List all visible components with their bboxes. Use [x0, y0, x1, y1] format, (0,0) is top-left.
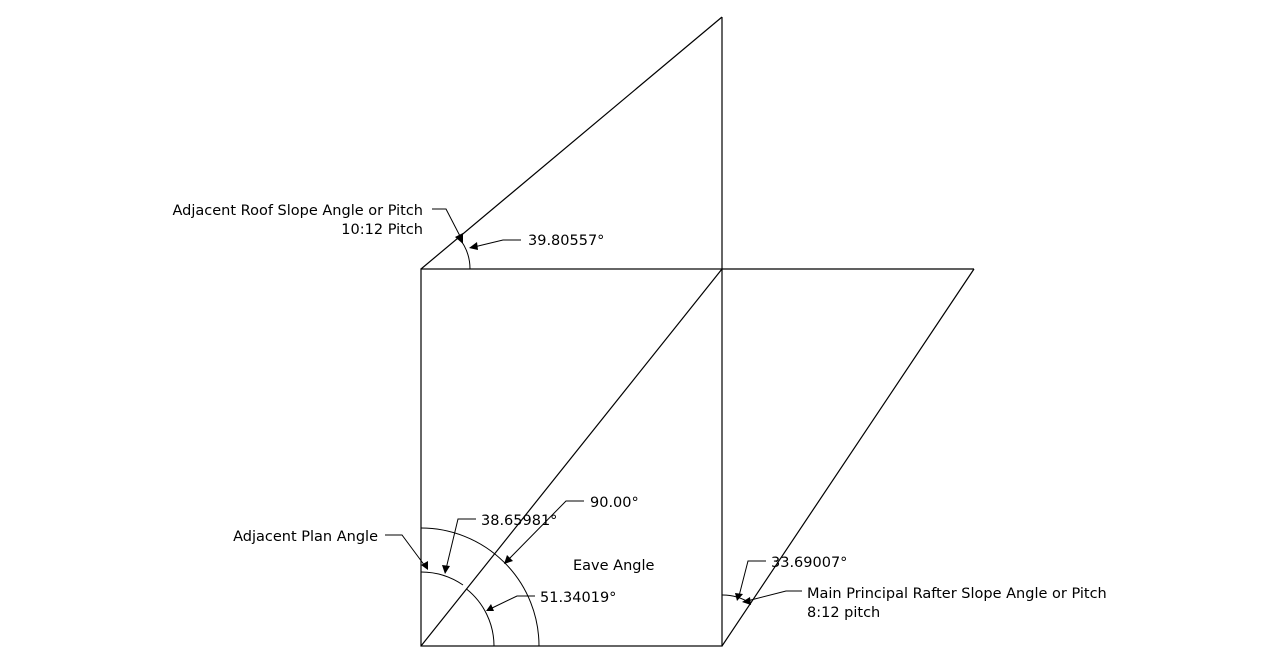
label-adjacent-roof-slope-line2: 10:12 Pitch — [341, 222, 423, 238]
leader-main-rafter-label — [746, 590, 802, 602]
plan-diagonal-hip — [420, 268, 723, 647]
arrowhead — [742, 597, 751, 605]
label-main-rafter-line2: 8:12 pitch — [807, 605, 880, 621]
leader-lines — [385, 208, 802, 610]
main-rafter-slope-line — [721, 268, 975, 647]
label-main-rafter-line1: Main Principal Rafter Slope Angle or Pit… — [807, 586, 1107, 602]
leader-adjacent-roof-slope-label — [432, 208, 462, 239]
leader-adjacent-plan-value — [445, 518, 476, 570]
arrowhead — [421, 561, 428, 570]
adjacent-plan-angle-arc — [420, 571, 464, 586]
leader-eave-angle-value — [489, 595, 535, 610]
label-main-rafter-angle: 33.69007° — [771, 555, 847, 571]
arrowheads — [421, 233, 751, 611]
plan-square — [420, 268, 723, 647]
arrowhead — [442, 565, 450, 574]
eave-angle-arc — [466, 588, 495, 647]
adjacent-roof-slope-line — [420, 16, 723, 270]
label-eave-angle: Eave Angle — [573, 558, 655, 574]
label-adjacent-roof-slope-angle: 39.80557° — [528, 233, 604, 249]
arrowhead — [469, 242, 478, 250]
labels: Adjacent Roof Slope Angle or Pitch 10:12… — [173, 203, 1107, 621]
label-ninety-angle: 90.00° — [590, 495, 639, 511]
leader-ninety-angle — [507, 500, 584, 561]
label-adjacent-plan-angle: Adjacent Plan Angle — [233, 529, 378, 545]
arrowhead — [455, 233, 463, 244]
label-adjacent-roof-slope-line1: Adjacent Roof Slope Angle or Pitch — [173, 203, 424, 219]
label-eave-angle-value: 51.34019° — [540, 590, 616, 606]
arrowhead — [486, 604, 494, 611]
ninety-degree-arc — [420, 527, 540, 647]
leader-adjacent-roof-slope-angle — [473, 239, 521, 248]
leader-adjacent-plan-label — [385, 534, 426, 567]
adjacent-roof-slope-arc — [458, 237, 471, 270]
arrowhead — [504, 555, 513, 564]
roof-geometry — [420, 16, 975, 647]
label-adjacent-plan-angle-value: 38.65981° — [481, 513, 557, 529]
arrowhead — [735, 593, 743, 601]
leader-main-rafter-angle — [738, 560, 766, 597]
